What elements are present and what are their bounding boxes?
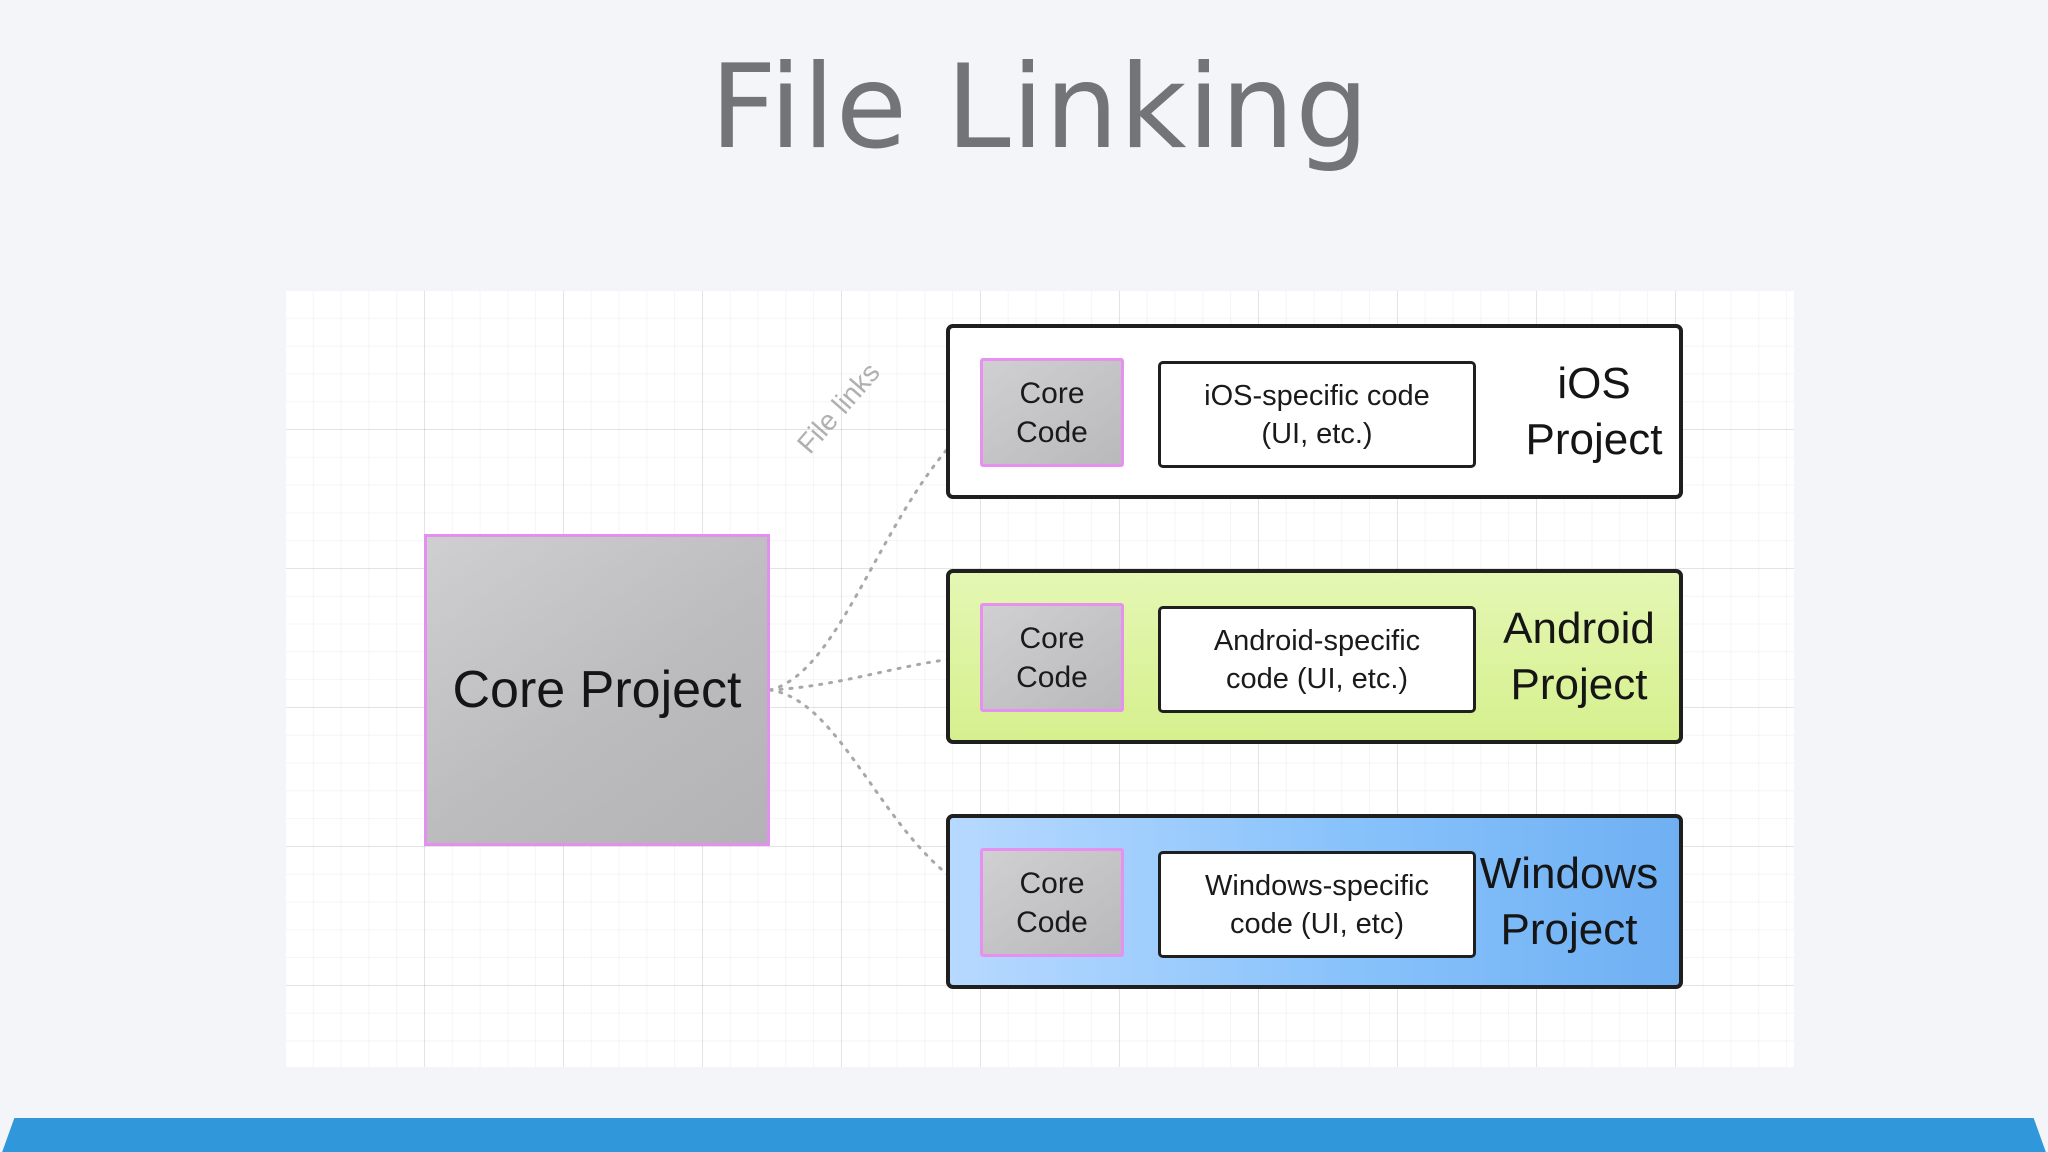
- android-core-code-box: Core Code: [980, 603, 1124, 712]
- android-project-label-wrap: Android Project: [1489, 573, 1669, 740]
- ios-project-box: Core Code iOS-specific code (UI, etc.) i…: [946, 324, 1683, 499]
- windows-project-label: Windows Project: [1479, 848, 1659, 954]
- windows-specific-code-box: Windows-specific code (UI, etc): [1158, 851, 1476, 958]
- windows-project-label-wrap: Windows Project: [1469, 818, 1669, 985]
- ios-specific-code-label: iOS-specific code (UI, etc.): [1204, 379, 1430, 450]
- ios-core-code-box: Core Code: [980, 358, 1124, 467]
- android-project-box: Core Code Android-specific code (UI, etc…: [946, 569, 1683, 744]
- android-project-label: Android Project: [1503, 603, 1655, 709]
- windows-project-box: Core Code Windows-specific code (UI, etc…: [946, 814, 1683, 989]
- windows-core-code-label: Core Code: [1016, 866, 1088, 939]
- android-specific-code-label: Android-specific code (UI, etc.): [1213, 624, 1421, 695]
- ios-project-label-wrap: iOS Project: [1519, 328, 1669, 495]
- ios-specific-code-box: iOS-specific code (UI, etc.): [1158, 361, 1476, 468]
- windows-core-code-box: Core Code: [980, 848, 1124, 957]
- core-project-box: Core Project: [424, 534, 770, 846]
- windows-specific-code-label: Windows-specific code (UI, etc): [1205, 869, 1429, 940]
- file-links-label: File links: [791, 356, 886, 460]
- android-core-code-label: Core Code: [1016, 621, 1088, 694]
- android-specific-code-box: Android-specific code (UI, etc.): [1158, 606, 1476, 713]
- ios-project-label: iOS Project: [1525, 358, 1663, 464]
- diagram-canvas: File links Core Project Core Code iOS-sp…: [286, 291, 1794, 1067]
- slide-title: File Linking: [710, 40, 1370, 175]
- bottom-accent-bar: [0, 1118, 2048, 1152]
- core-project-label: Core Project: [452, 661, 742, 719]
- ios-core-code-label: Core Code: [1016, 376, 1088, 449]
